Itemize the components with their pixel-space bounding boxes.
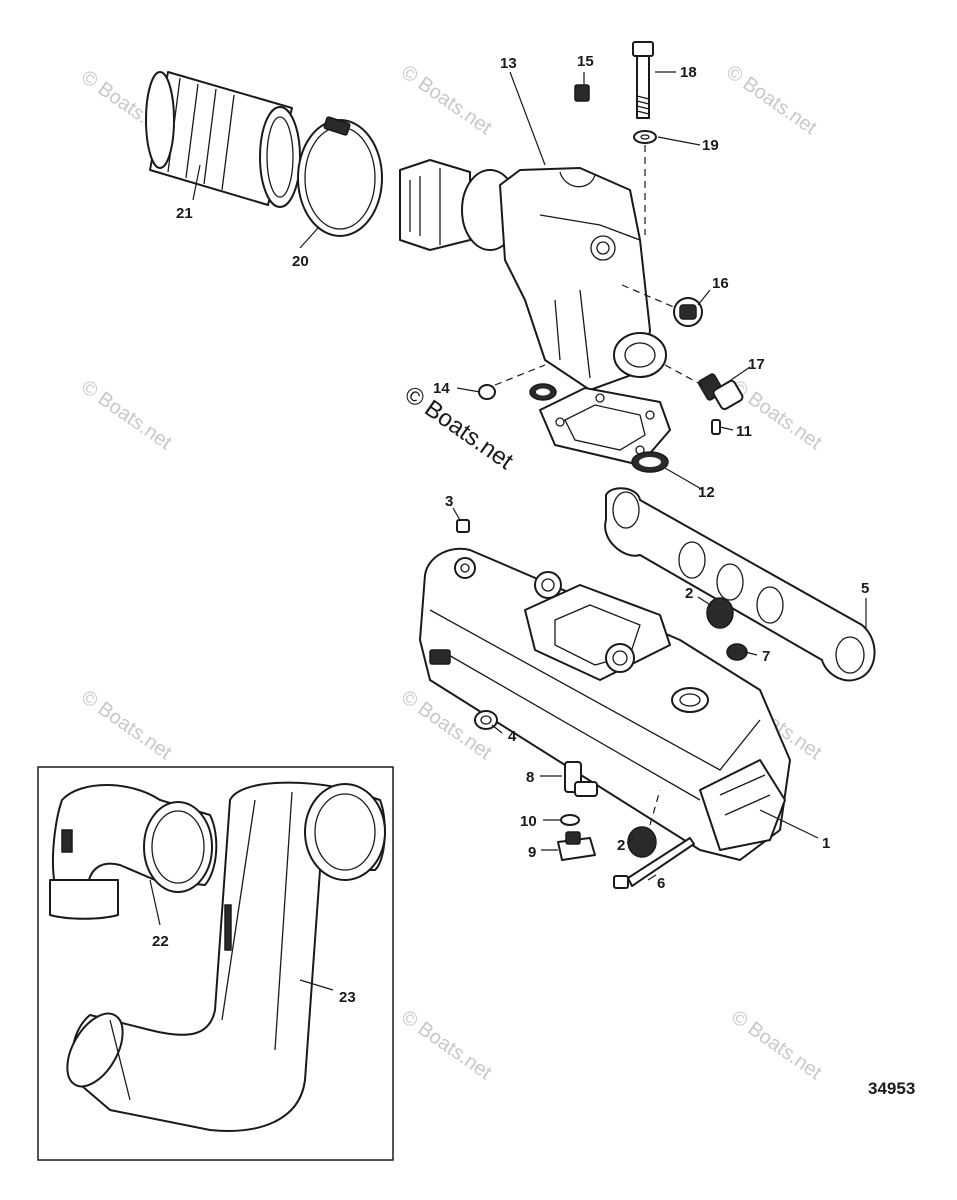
callout-21: 21 — [176, 205, 193, 222]
callout-2-lower: 2 — [617, 837, 625, 854]
inset-hoses-box — [37, 766, 394, 1161]
callout-18: 18 — [680, 64, 697, 81]
part-small-fitting — [711, 419, 721, 435]
callout-5: 5 — [861, 580, 869, 597]
callout-9: 9 — [528, 844, 536, 861]
callouts: 13 15 18 19 21 20 16 17 14 11 12 3 2 5 7… — [152, 53, 869, 1006]
part-cap-plug — [726, 643, 748, 661]
callout-23: 23 — [339, 989, 356, 1006]
part-manifold-gasket — [604, 487, 876, 682]
watermark: © Boats.net — [722, 61, 821, 139]
part-washer — [633, 130, 657, 144]
part-exhaust-elbow — [399, 159, 667, 391]
part-nut — [456, 519, 470, 533]
callout-20: 20 — [292, 253, 309, 270]
part-bolt — [632, 41, 654, 119]
part-sealing-washer — [560, 814, 580, 826]
part-plug — [673, 297, 703, 327]
part-exhaust-manifold — [419, 547, 791, 861]
watermark: © Boats.net — [77, 376, 176, 454]
part-drain-plug-lower — [627, 826, 657, 858]
callout-22: 22 — [152, 933, 169, 950]
callout-2-upper: 2 — [685, 585, 693, 602]
leader-lines — [149, 71, 867, 991]
assembly-line — [621, 284, 677, 309]
figure-number: 34953 — [868, 1079, 915, 1098]
callout-8: 8 — [526, 769, 534, 786]
part-drain-plug — [706, 597, 734, 629]
part-elbow-fitting — [564, 761, 598, 797]
part-cup-plug — [478, 384, 496, 400]
callout-10: 10 — [520, 813, 537, 830]
callout-1: 1 — [822, 835, 830, 852]
callout-14: 14 — [433, 380, 450, 397]
callout-12: 12 — [698, 484, 715, 501]
callout-13: 13 — [500, 55, 517, 72]
part-long-bolt — [613, 837, 695, 889]
watermark: © Boats.net — [727, 376, 826, 454]
callout-11: 11 — [736, 423, 752, 440]
part-gasket-upper — [529, 383, 671, 473]
part-drain-fitting — [557, 831, 596, 861]
callout-3: 3 — [445, 493, 453, 510]
part-hose-clamp — [297, 116, 383, 237]
assembly-line — [664, 364, 703, 386]
part-bellows — [145, 71, 301, 208]
callout-7: 7 — [762, 648, 770, 665]
assembly-line — [649, 789, 661, 826]
callout-19: 19 — [702, 137, 719, 154]
watermark-main: © Boats.net — [400, 381, 519, 475]
callout-15: 15 — [577, 53, 594, 70]
part-pipe-plug — [574, 84, 590, 102]
watermark: © Boats.net — [727, 1006, 826, 1084]
callout-17: 17 — [748, 356, 765, 373]
callout-16: 16 — [712, 275, 729, 292]
assembly-line — [494, 364, 546, 386]
callout-4: 4 — [508, 728, 517, 745]
watermark: © Boats.net — [397, 1006, 496, 1084]
part-hose-fitting — [698, 373, 744, 411]
callout-6: 6 — [657, 875, 665, 892]
part-o-ring — [474, 710, 498, 730]
watermark: © Boats.net — [77, 686, 176, 764]
watermark: © Boats.net — [397, 61, 496, 139]
